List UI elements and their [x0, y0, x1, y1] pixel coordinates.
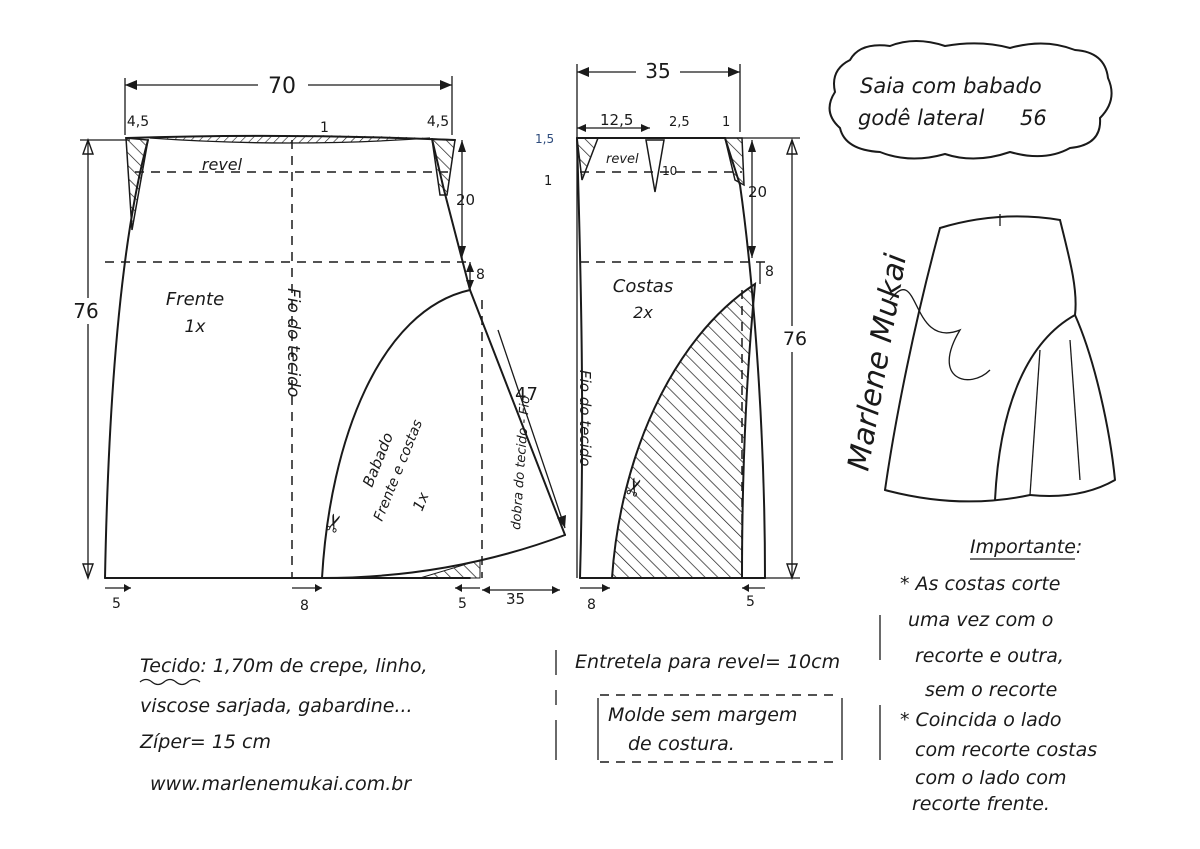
back-dart-len-label: 10: [662, 164, 677, 178]
front-dart-right-label: 4,5: [427, 114, 449, 130]
important-2-line4: recorte frente.: [912, 793, 1050, 815]
title-cloud: Saia com babado godê lateral 56: [828, 40, 1113, 160]
title-line1: Saia com babado: [860, 74, 1042, 98]
front-label: Frente: [166, 289, 224, 310]
important-2-line1: * Coincida o lado: [900, 709, 1062, 731]
important-2-line3: com o lado com: [915, 767, 1067, 789]
back-dart-width-label: 2,5: [669, 115, 690, 130]
back-center-dart: [645, 139, 665, 193]
front-hem-left-label: 5: [112, 596, 121, 612]
front-hem-mid-label: 8: [300, 598, 309, 614]
front-right-dart: [431, 138, 456, 196]
title-size: 56: [1020, 106, 1047, 130]
front-left-dart: [125, 137, 149, 231]
back-count: 2x: [633, 303, 653, 322]
front-hem-right-label: 5: [458, 596, 467, 612]
back-ruffle-cutout: [610, 282, 757, 579]
front-scissors-icon: ✂: [318, 509, 351, 537]
back-top-seg-label: 12,5: [600, 111, 633, 129]
back-piece: 35 12,5 2,5 10 1,5 1 1 revel Costas 2x F…: [535, 58, 812, 613]
signature-text: Marlene Mukai: [841, 251, 914, 474]
front-dart-left-label: 4,5: [127, 114, 149, 130]
front-grain-label: Fio do tecido: [283, 288, 303, 397]
fabric-line1: Tecido: 1,70m de crepe, linho,: [140, 655, 428, 677]
ruffle-hem: [321, 534, 566, 579]
ruffle-curve: [321, 289, 471, 579]
title-line2: godê lateral: [858, 106, 984, 130]
front-hip-depth-label: 20: [456, 191, 475, 209]
skirt-sketch: [884, 214, 1116, 503]
front-width-label: 70: [268, 74, 296, 99]
back-facing-label: revel: [606, 152, 639, 167]
back-left-dart: [576, 137, 600, 181]
dividers: [555, 615, 881, 760]
front-piece: 70 4,5 4,5 1 revel Fio do tecido Frente …: [70, 70, 485, 614]
website-label: www.marlenemukai.com.br: [150, 773, 412, 795]
back-width-label: 35: [645, 59, 670, 83]
important-2-line2: com recorte costas: [915, 739, 1097, 761]
back-center-seam: [576, 137, 584, 579]
back-left-drop-label: 1: [544, 174, 552, 189]
back-grain-label: Fio do tecido: [576, 370, 594, 466]
fabric-line2: viscose sarjada, gabardine...: [140, 695, 413, 717]
front-raise-label: 1: [320, 120, 329, 136]
back-hem-right-label: 5: [746, 594, 755, 610]
ruffle-side: [469, 289, 566, 536]
front-right-seam: [431, 138, 471, 291]
back-label: Costas: [613, 276, 673, 297]
back-right-raise-label: 1: [722, 115, 730, 130]
no-seam-line2: de costura.: [628, 733, 735, 755]
back-hip-depth-label: 20: [748, 183, 767, 201]
front-ruffle-drop-label: 8: [476, 267, 485, 283]
front-facing-label: revel: [202, 155, 243, 174]
interfacing-notes: Entretela para revel= 10cm Molde sem mar…: [575, 651, 843, 763]
ruffle-hatch: [419, 559, 481, 579]
back-hem-left-label: 8: [587, 597, 596, 613]
ruffle-piece: Babado Frente e costas 1x 47 dobra do te…: [318, 289, 566, 608]
no-seam-line1: Molde sem margem: [608, 704, 797, 726]
front-count: 1x: [185, 317, 207, 337]
important-notes: Importante: * As costas corte uma vez co…: [900, 536, 1097, 815]
ruffle-length-label: 47: [515, 384, 538, 405]
fabric-notes: Tecido: 1,70m de crepe, linho, viscose s…: [139, 655, 428, 795]
important-heading: Importante:: [970, 536, 1082, 558]
important-1-line1: * As costas corte: [900, 573, 1061, 595]
title-cloud-outline: [828, 40, 1113, 160]
ruffle-fold-label: dobra do tecido - Fio: [509, 395, 533, 530]
back-height-label: 76: [783, 328, 807, 350]
signature: Marlene Mukai: [841, 251, 991, 474]
back-ruffle-drop-label: 8: [765, 264, 774, 280]
ruffle-length-arrow: [497, 329, 566, 529]
fabric-line3: Zíper= 15 cm: [139, 731, 271, 753]
important-1-line2: uma vez com o: [908, 609, 1053, 631]
front-side-seam: [104, 139, 149, 579]
back-left-raise-label: 1,5: [535, 132, 554, 146]
front-height-label: 76: [73, 299, 98, 323]
ruffle-count: 1x: [409, 490, 433, 514]
back-side-seam: [724, 137, 766, 579]
ruffle-hem-ext-label: 35: [506, 590, 525, 608]
important-1-line4: sem o recorte: [925, 679, 1057, 701]
interfacing-label: Entretela para revel= 10cm: [575, 651, 840, 673]
important-1-line3: recorte e outra,: [915, 645, 1064, 667]
